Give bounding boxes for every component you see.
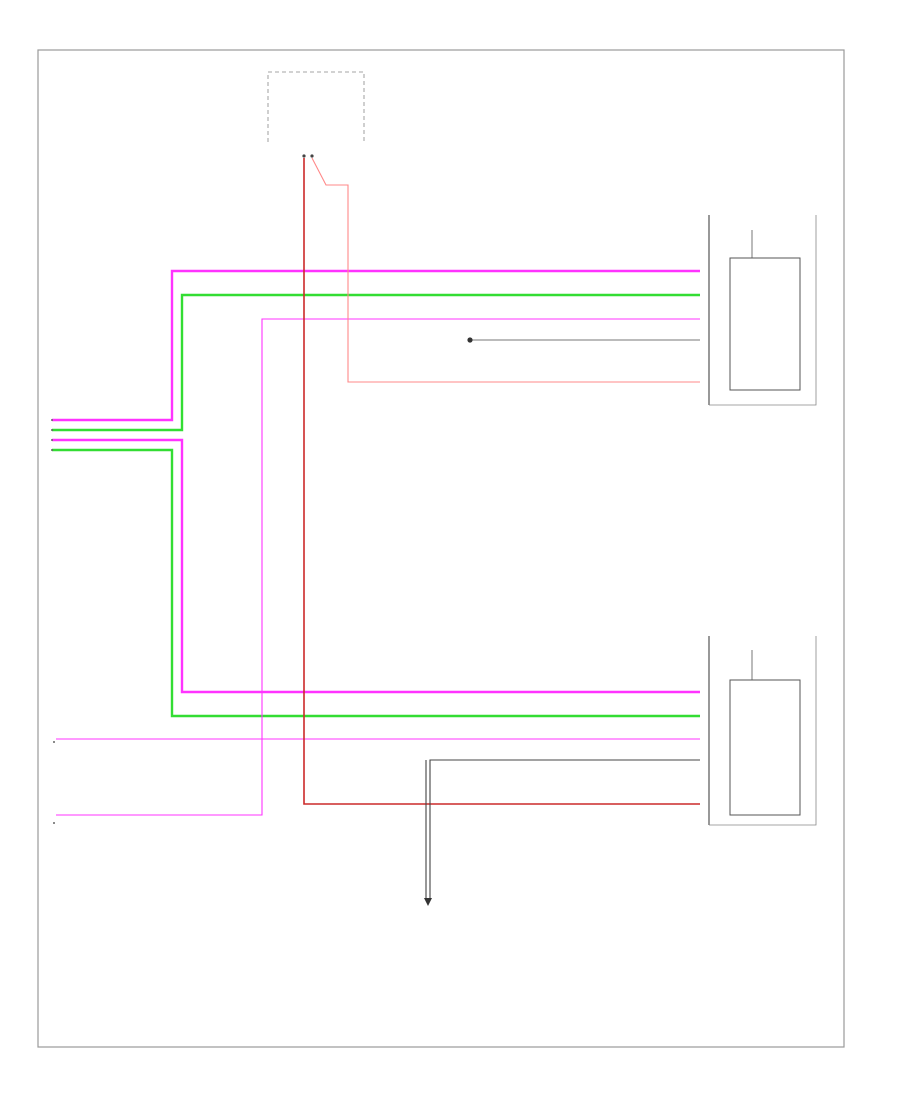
harness-pin-dot-2 [51,429,53,431]
left-module [708,636,817,826]
diagram-frame [37,49,845,1048]
wire-pink-left-1 [52,438,700,694]
wire-black-left-4 [429,759,700,900]
right-module-body [729,257,801,391]
wire-red-left-6 [303,158,700,805]
switch-housing-outline [267,71,365,142]
harness-pin-dot-4 [51,449,53,451]
ground-arrow-icon [424,898,432,906]
right-module [708,215,817,406]
wire-pink-thin-right-3 [56,318,700,816]
switch-terminal-dot-right [310,154,314,158]
switch-assembly [267,71,365,158]
harness-pin-dot-1 [51,419,53,421]
switch-terminal-dot-left [302,154,306,158]
wire-pink-right-1 [52,269,700,422]
wire-green-right-2 [52,293,700,432]
lower-pin-dot-1 [53,741,55,743]
left-harness [51,419,55,824]
left-module-body [729,679,801,816]
lower-pin-dot-2 [53,822,55,824]
left-module-frame [709,636,817,826]
wire-lightred-right-6 [311,157,700,383]
wires [52,157,700,900]
right-module-frame [709,215,817,406]
ground-splice-dot [467,337,473,343]
wire-green-left-2 [52,448,700,718]
harness-pin-dot-3 [51,439,53,441]
